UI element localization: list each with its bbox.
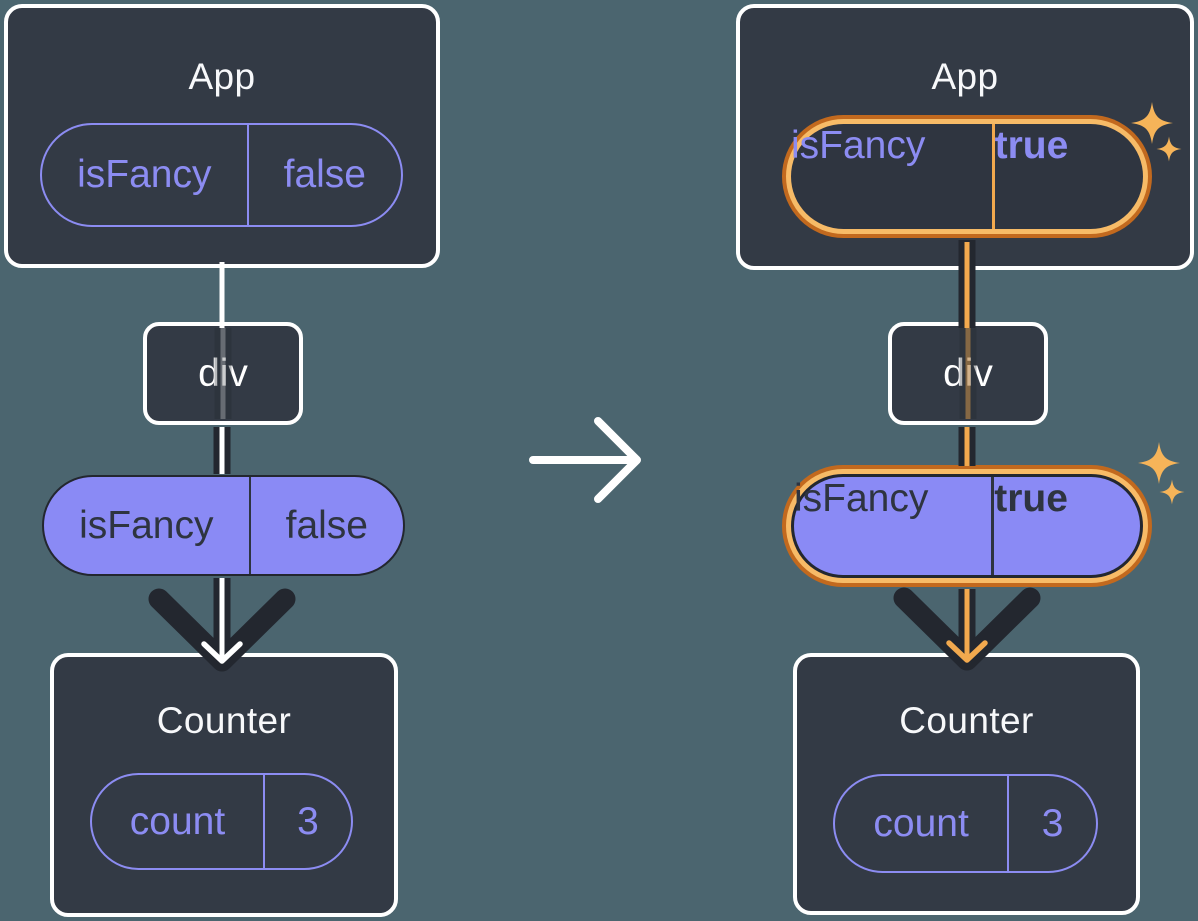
before-counter-card: Counter [50,653,398,917]
after-div-node: div [888,322,1048,425]
state-name: isFancy [791,124,926,167]
before-div-label: div [198,351,248,395]
highlight-ring-inner: isFancy true [786,119,1148,234]
sparkle-icon [1138,442,1185,505]
state-name: count [873,801,969,845]
after-counter-state-pill: count 3 [833,774,1098,873]
prop-value: true [991,477,1140,575]
transition-arrow-icon [529,417,641,503]
state-value: true [991,124,1143,229]
after-prop-highlight-ring: isFancy true [782,465,1152,587]
prop-value: false [248,477,403,574]
prop-name: isFancy [79,503,214,547]
before-prop-pill: isFancy false [42,475,405,576]
after-arrowhead-outer [893,587,1041,671]
after-prop-pill: isFancy true [791,474,1143,578]
state-value: 3 [262,775,351,868]
before-counter-title: Counter [156,700,292,741]
before-counter-state-pill: count 3 [90,773,353,870]
before-app-state-pill: isFancy false [40,123,403,227]
state-name: isFancy [77,153,212,196]
before-arrowhead-outer [148,588,296,672]
highlight-ring-inner: isFancy true [786,469,1148,583]
after-app-state-highlight-ring: isFancy true [782,115,1152,238]
after-app-title: App [931,56,999,97]
after-div-label: div [943,351,993,395]
prop-name: isFancy [794,477,929,520]
after-counter-title: Counter [899,700,1034,741]
state-name: count [129,799,226,843]
state-value: 3 [1007,776,1096,871]
after-app-state-pill: isFancy true [791,124,1143,229]
state-value: false [246,125,401,225]
before-div-node: div [143,322,303,425]
before-app-title: App [188,56,256,97]
